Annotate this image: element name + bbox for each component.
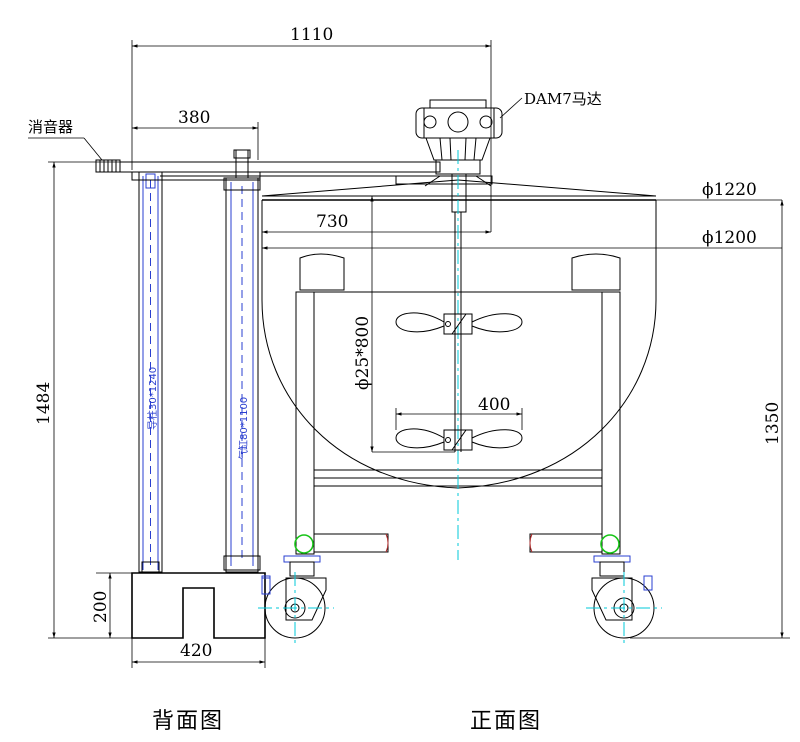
- guide-rod-label: 导柱30*1240: [146, 367, 159, 430]
- muffler: 消音器: [28, 118, 121, 173]
- dimension-400-label: 400: [478, 395, 510, 415]
- lift-arm: [119, 161, 493, 185]
- cylinder-label: 气缸80*1100: [237, 397, 250, 460]
- dimension-phi1200-label: ϕ1200: [702, 228, 757, 248]
- impeller-lower: [395, 428, 523, 451]
- dimension-200-label: 200: [91, 591, 111, 623]
- dimension-400: 400: [395, 395, 523, 430]
- dimension-420: 420: [131, 638, 266, 668]
- dimension-phi25x800: ϕ25*800: [353, 195, 455, 453]
- tank-body: [261, 200, 657, 489]
- dimension-1484: 1484: [34, 161, 132, 639]
- guide-rod: 导柱30*1240: [138, 171, 163, 574]
- dimension-1110-label: 1110: [290, 25, 333, 45]
- base-block: [131, 572, 271, 639]
- muffler-label: 消音器: [28, 118, 73, 136]
- back-view-caption: 背面图: [152, 709, 224, 734]
- dimension-phi1200: ϕ1200: [262, 228, 782, 250]
- air-motor: DAM7马达: [415, 90, 602, 213]
- motor-label: DAM7马达: [524, 90, 602, 108]
- dimension-420-label: 420: [180, 641, 212, 661]
- dimension-1350: 1350: [630, 200, 790, 639]
- dimension-380: 380: [132, 108, 259, 160]
- mixer-shaft: [454, 150, 462, 560]
- dimension-1484-label: 1484: [34, 382, 54, 425]
- dimension-200: 200: [91, 572, 132, 638]
- impeller-upper: [395, 312, 523, 335]
- dimension-1350-label: 1350: [763, 402, 783, 445]
- air-cylinder: 气缸80*1100: [223, 149, 261, 573]
- caster-left: [258, 555, 334, 646]
- dimension-730: 730: [261, 212, 491, 244]
- tank-lid: [261, 179, 657, 201]
- dimension-phi1220-label: ϕ1220: [702, 180, 757, 200]
- dimension-phi25x800-label: ϕ25*800: [353, 316, 373, 390]
- dimension-1110: 1110: [131, 25, 492, 232]
- dimension-380-label: 380: [178, 108, 210, 128]
- dimension-730-label: 730: [316, 212, 348, 232]
- dimension-phi1220: ϕ1220: [656, 180, 782, 201]
- front-view-caption: 正面图: [470, 709, 542, 734]
- caster-right: [586, 555, 662, 646]
